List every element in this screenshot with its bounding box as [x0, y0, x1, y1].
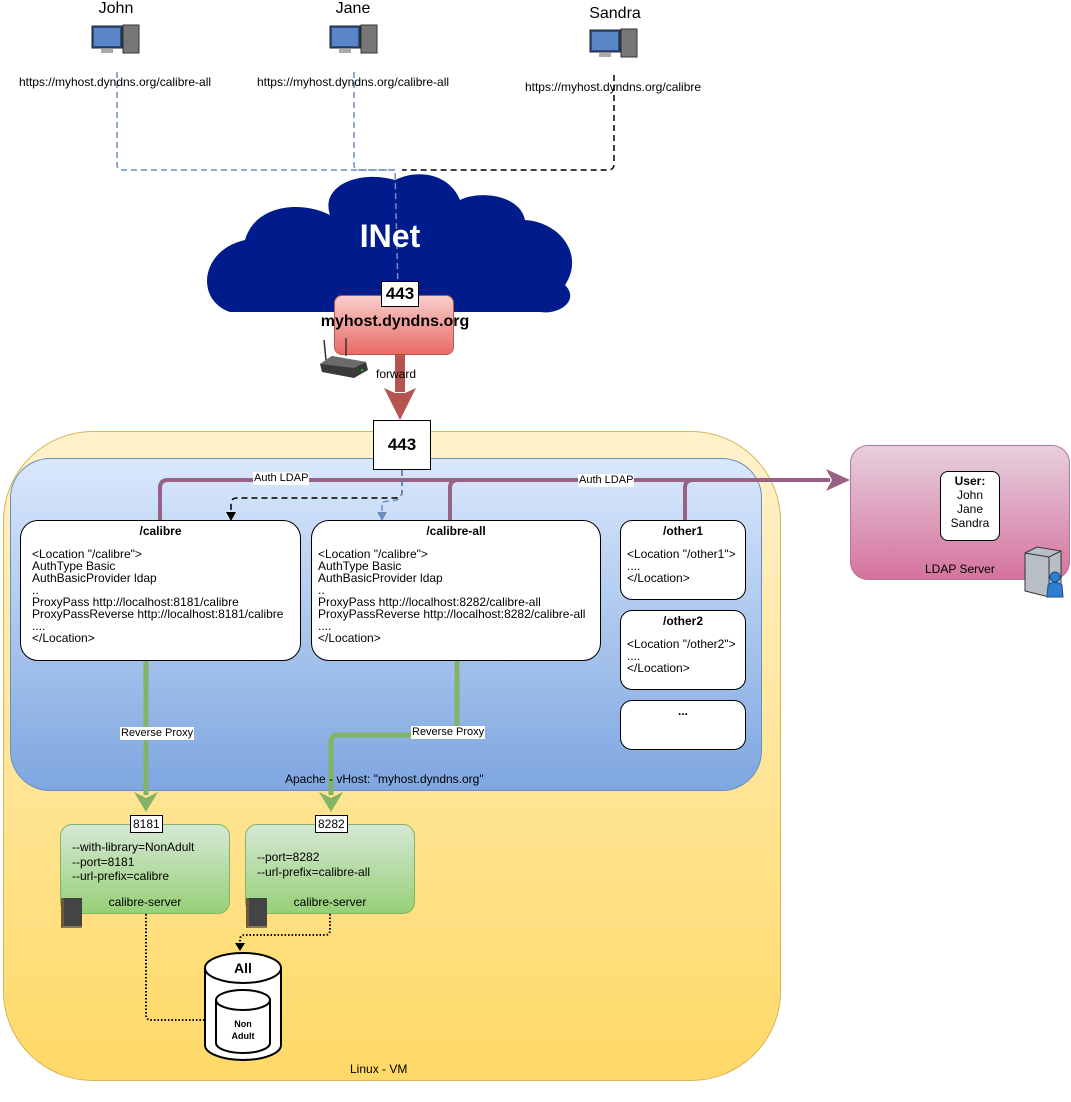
auth-ldap-edge [158, 478, 830, 521]
auth-ldap-arrowhead [826, 469, 850, 491]
location-config: <Location "/calibre"> AuthType Basic Aut… [32, 547, 284, 645]
reverse-proxy-label: Reverse Proxy [120, 727, 195, 740]
edge-jane [353, 72, 399, 291]
location-title: /other2 [662, 614, 703, 628]
location-calibre-all: /calibre-all <Location "/calibre"> AuthT… [311, 520, 601, 661]
user-jane-label: Jane [335, 0, 371, 17]
book-icon [246, 898, 267, 928]
library-nonadult-cylinder [215, 989, 271, 1054]
ldap-user: John [956, 488, 984, 502]
auth-ldap-label: Auth LDAP [578, 474, 635, 487]
hostname-label: myhost.dyndns.org [320, 313, 470, 330]
calibre-server-8181: --with-library=NonAdult --port=8181 --ur… [60, 824, 230, 914]
server-name: calibre-server [293, 895, 367, 909]
internet-cloud [207, 174, 573, 313]
forward-label: forward [376, 367, 417, 381]
server-port-badge: 8282 [315, 815, 348, 833]
edge-john [116, 72, 395, 171]
library-all-label: All [234, 960, 252, 976]
route-calibre-all [381, 470, 403, 512]
server-args: --port=8282 --url-prefix=calibre-all [257, 850, 371, 879]
location-config: <Location "/calibre"> AuthType Basic Aut… [318, 547, 586, 645]
location-title: ... [677, 704, 688, 718]
computer-icon [329, 24, 378, 54]
location-title: /calibre [139, 524, 182, 538]
computer-icon [589, 28, 638, 58]
linux-vm-label: Linux - VM [350, 1062, 408, 1076]
location-other2: /other2 <Location "/other2"> .... </Loca… [620, 610, 746, 690]
ldap-users-title: User: [954, 474, 986, 488]
computer-icon [91, 24, 140, 54]
vm-entry-port-badge: 443 [373, 420, 431, 470]
location-more: ... [620, 700, 746, 750]
ldap-user-list: User: John Jane Sandra [940, 471, 1000, 541]
ldap-user: Sandra [950, 516, 990, 530]
user-sandra-url: https://myhost.dyndns.org/calibre [524, 80, 702, 94]
directory-server-icon [1024, 546, 1064, 598]
library-nonadult-label: Non Adult [218, 1018, 268, 1042]
auth-ldap-label: Auth LDAP [253, 472, 310, 485]
server-args: --with-library=NonAdult --port=8181 --ur… [72, 840, 195, 883]
router-port-badge: 443 [381, 281, 419, 307]
server-port-badge: 8181 [130, 815, 163, 833]
calibre-server-8282: --port=8282 --url-prefix=calibre-all cal… [245, 824, 415, 914]
book-icon [61, 898, 82, 928]
user-jane-url: https://myhost.dyndns.org/calibre-all [256, 75, 450, 89]
ldap-user: Jane [956, 502, 984, 516]
router-icon [320, 338, 368, 378]
location-config: <Location "/other2"> .... </Location> [627, 637, 736, 675]
library-nonadult-line1: Non [234, 1019, 252, 1029]
user-john-label: John [98, 0, 134, 17]
user-sandra-label: Sandra [589, 5, 641, 22]
library-nonadult-line2: Adult [231, 1031, 255, 1041]
location-title: /other1 [662, 524, 703, 538]
library-edge-nonadult [145, 914, 205, 1021]
location-title: /calibre-all [426, 524, 486, 538]
library-edge-all [239, 914, 331, 944]
server-name: calibre-server [108, 895, 182, 909]
location-other1: /other1 <Location "/other1"> .... </Loca… [620, 520, 746, 600]
reverse-proxy-label: Reverse Proxy [411, 726, 486, 739]
location-config: <Location "/other1"> .... </Location> [627, 547, 736, 585]
ldap-server-label: LDAP Server [925, 562, 995, 576]
apache-vhost-label: Apache - vHost: "myhost.dyndns.org" [285, 772, 484, 786]
cloud-label: INet [359, 218, 421, 254]
user-john-url: https://myhost.dyndns.org/calibre-all [18, 75, 212, 89]
edge-sandra [402, 75, 615, 171]
location-calibre: /calibre <Location "/calibre"> AuthType … [20, 520, 301, 661]
